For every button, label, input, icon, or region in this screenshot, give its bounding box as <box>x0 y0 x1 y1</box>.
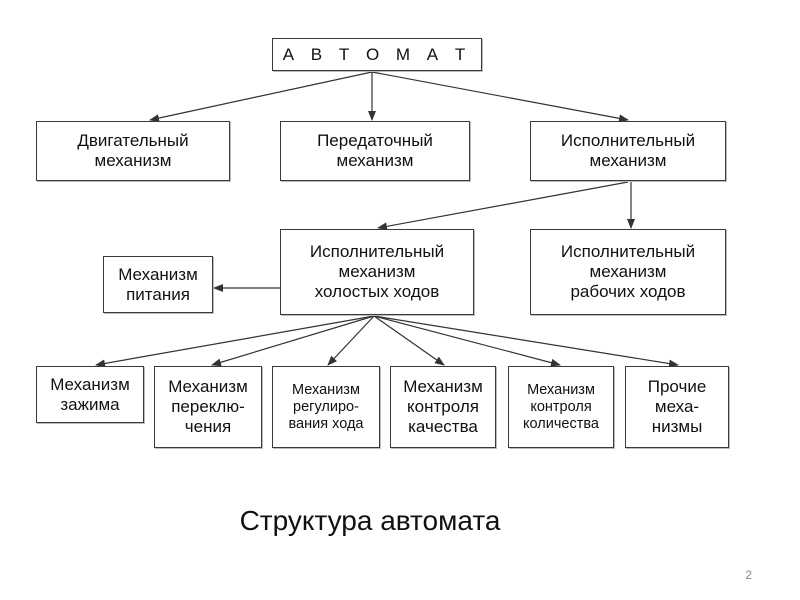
arrow-idle-to-clamp <box>95 315 375 368</box>
node-automat: А В Т О М А Т <box>272 38 482 71</box>
diagram-caption: Структура автомата <box>239 505 501 536</box>
arrow-executive-to-idle <box>377 181 629 231</box>
node-other-mechanisms: Прочие меха- низмы <box>625 366 729 448</box>
arrow-idle-to-other <box>373 315 679 368</box>
node-working-stroke-mechanism: Исполнительный механизм рабочих ходов <box>530 229 726 315</box>
arrow-idle-to-quality <box>373 315 445 366</box>
arrow-idle-to-regulation <box>327 315 375 366</box>
node-idle-stroke-mechanism: Исполнительный механизм холостых ходов <box>280 229 474 315</box>
node-regulation-mechanism: Механизм регулиро- вания хода <box>272 366 380 448</box>
page-number: 2 <box>745 568 752 582</box>
arrow-idle-to-quantity <box>373 315 561 367</box>
arrow-root-to-executive <box>371 71 629 123</box>
node-quality-control-mechanism: Механизм контроля качества <box>390 366 496 448</box>
node-clamp-mechanism: Механизм зажима <box>36 366 144 423</box>
arrow-idle-to-switching <box>211 315 375 367</box>
node-quantity-control-mechanism: Механизм контроля количества <box>508 366 614 448</box>
node-switching-mechanism: Механизм переклю- чения <box>154 366 262 448</box>
node-motor-mechanism: Двигательный механизм <box>36 121 230 181</box>
node-transmission-mechanism: Передаточный механизм <box>280 121 470 181</box>
node-feed-mechanism: Механизм питания <box>103 256 213 313</box>
arrow-root-to-motor <box>149 71 373 123</box>
node-executive-mechanism: Исполнительный механизм <box>530 121 726 181</box>
